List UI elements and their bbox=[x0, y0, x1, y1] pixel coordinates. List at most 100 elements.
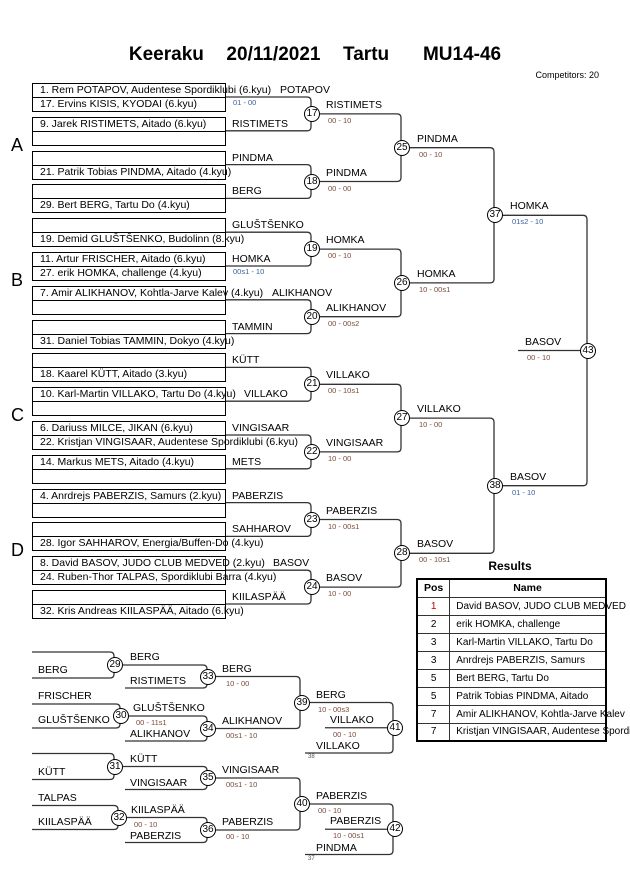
source-match: 37 bbox=[308, 855, 315, 862]
divider bbox=[33, 266, 225, 267]
match-number[interactable]: 42 bbox=[387, 821, 403, 838]
competitor-entry[interactable]: 11. Artur FRISCHER, Aitado (6.kyu) bbox=[40, 253, 206, 265]
match-score: 00s1 - 10 bbox=[226, 730, 258, 740]
competitor-entry[interactable]: 32. Kris Andreas KIILASPÄÄ, Aitado (6.ky… bbox=[40, 605, 244, 617]
competitor-entry[interactable]: 1. Rem POTAPOV, Audentese Spordiklubi (6… bbox=[40, 84, 272, 96]
competitor-entry[interactable]: 19. Demid GLUŠTŠENKO, Budolinn (8.kyu) bbox=[40, 233, 245, 246]
round2-winner: BASOV bbox=[326, 572, 363, 585]
match-number[interactable]: 43 bbox=[580, 342, 596, 359]
match-number[interactable]: 34 bbox=[200, 720, 216, 737]
competitor-entry[interactable]: 14. Markus METS, Aitado (4.kyu) bbox=[40, 455, 195, 468]
competitor-entry[interactable]: 21. Patrik Tobias PINDMA, Aitado (4.kyu) bbox=[40, 165, 232, 178]
match-number[interactable]: 36 bbox=[200, 822, 216, 838]
competitor-entry[interactable]: 7. Amir ALIKHANOV, Kohtla-Jarve Kalev (4… bbox=[40, 286, 264, 299]
match-number[interactable]: 23 bbox=[304, 511, 320, 528]
competitor-entry[interactable]: 10. Karl-Martin VILLAKO, Tartu Do (4.kyu… bbox=[40, 388, 236, 401]
result-pos: 7 bbox=[416, 704, 451, 724]
round2-winner: ALIKHANOV bbox=[326, 301, 387, 314]
entry-box: 18. Kaarel KÜTT, Aitado (3.kyu) bbox=[32, 353, 226, 383]
match-number[interactable]: 19 bbox=[304, 241, 320, 258]
repechage-winner: BERG bbox=[130, 651, 160, 663]
divider bbox=[33, 198, 225, 200]
match-number[interactable]: 26 bbox=[394, 274, 410, 291]
competitor-entry[interactable]: 8. David BASOV, JUDO CLUB MEDVED (2.kyu) bbox=[40, 557, 265, 570]
match-score: 10 - 00s1 bbox=[328, 521, 360, 531]
match-score: 00s1 - 10 bbox=[233, 267, 265, 276]
competitor-entry[interactable]: 4. Anrdrejs PABERZIS, Samurs (2.kyu) bbox=[40, 489, 222, 502]
match-number[interactable]: 22 bbox=[304, 443, 320, 460]
match-score: 00 - 10 bbox=[333, 729, 357, 739]
repechage-winner: ALIKHANOV bbox=[222, 714, 283, 727]
match-number[interactable]: 25 bbox=[394, 139, 410, 156]
entry-box: 1. Rem POTAPOV, Audentese Spordiklubi (6… bbox=[32, 83, 271, 112]
match-number[interactable]: 18 bbox=[304, 173, 320, 190]
result-name: David BASOV, JUDO CLUB MEDVED bbox=[449, 596, 626, 616]
entry-box: 11. Artur FRISCHER, Aitado (6.kyu) 27. er… bbox=[32, 252, 226, 281]
match-number[interactable]: 20 bbox=[304, 308, 320, 325]
pool-label: C bbox=[11, 405, 24, 425]
divider bbox=[33, 164, 225, 166]
repechage-entrant: BERG bbox=[38, 664, 68, 676]
result-pos: 5 bbox=[416, 668, 451, 688]
match-score: 01 - 00 bbox=[233, 98, 257, 107]
match-number[interactable]: 21 bbox=[304, 376, 320, 393]
repechage-opponent: VINGISAAR bbox=[130, 776, 188, 789]
divider bbox=[33, 604, 225, 605]
match-score: 00 - 10 bbox=[328, 251, 352, 261]
competitor-entry[interactable]: 6. Dariuss MILCE, JIKAN (6.kyu) bbox=[40, 422, 193, 434]
match-number[interactable]: 38 bbox=[487, 477, 503, 494]
round4-winner: HOMKA bbox=[510, 200, 549, 213]
match-score: 00 - 10s1 bbox=[328, 386, 360, 396]
divider bbox=[33, 299, 225, 301]
entry-box: 28. Igor SAHHAROV, Energia/Buffen-Do (4.… bbox=[32, 522, 264, 552]
match-number[interactable]: 33 bbox=[200, 668, 216, 685]
col-pos: Pos bbox=[416, 578, 451, 598]
pool-label: B bbox=[11, 270, 24, 290]
pool-label: D bbox=[11, 540, 24, 560]
match-score: 00 - 10 bbox=[134, 819, 158, 829]
competitor-entry[interactable]: 29. Bert BERG, Tartu Do (4.kyu) bbox=[40, 199, 190, 212]
match-number[interactable]: 31 bbox=[107, 758, 123, 775]
competitor-entry[interactable]: 17. Ervins KISIS, KYODAI (6.kyu) bbox=[40, 98, 197, 110]
round1-winner: ALIKHANOV bbox=[272, 286, 333, 299]
match-number[interactable]: 30 bbox=[113, 708, 129, 724]
competitor-entry[interactable]: 24. Ruben-Thor TALPAS, Spordiklubi Barra… bbox=[40, 571, 277, 584]
divider bbox=[33, 401, 225, 403]
match-score: 01s2 - 10 bbox=[512, 217, 544, 227]
divider bbox=[33, 97, 225, 98]
entry-box: 8. David BASOV, JUDO CLUB MEDVED (2.kyu)… bbox=[32, 556, 276, 586]
match-number[interactable]: 41 bbox=[387, 719, 403, 736]
repechage-winner: PABERZIS bbox=[222, 816, 274, 828]
repechage-winner: KIILASPÄÄ bbox=[131, 803, 185, 816]
competitor-entry[interactable]: 9. Jarek RISTIMETS, Aitado (6.kyu) bbox=[40, 117, 207, 130]
match-score: 10 - 00s1 bbox=[419, 284, 451, 294]
repechage-entrant: KIILASPÄÄ bbox=[38, 815, 92, 828]
competitor-entry[interactable]: 18. Kaarel KÜTT, Aitado (3.kyu) bbox=[40, 368, 188, 381]
round1-winner: GLUŠTŠENKO bbox=[232, 219, 304, 232]
result-pos: 1 bbox=[416, 596, 451, 616]
competitor-entry[interactable]: 22. Kristjan VINGISAAR, Audentese Spordi… bbox=[40, 436, 298, 448]
repechage-winner: KÜTT bbox=[130, 752, 158, 765]
match-number[interactable]: 32 bbox=[111, 809, 127, 826]
match-number[interactable]: 35 bbox=[200, 770, 216, 786]
match-number[interactable]: 24 bbox=[304, 579, 320, 596]
round3-winner: HOMKA bbox=[417, 267, 456, 280]
entry-box: 31. Daniel Tobias TAMMIN, Dokyo (4.kyu) bbox=[32, 319, 234, 349]
entry-box: 21. Patrik Tobias PINDMA, Aitado (4.kyu) bbox=[32, 150, 231, 180]
match-number[interactable]: 39 bbox=[294, 694, 310, 711]
result-pos: 7 bbox=[416, 722, 451, 742]
match-number[interactable]: 27 bbox=[394, 410, 410, 427]
competitor-entry[interactable]: 28. Igor SAHHAROV, Energia/Buffen-Do (4.… bbox=[40, 537, 264, 550]
entry-box: 29. Bert BERG, Tartu Do (4.kyu) bbox=[32, 184, 226, 214]
match-number[interactable]: 40 bbox=[294, 796, 310, 812]
result-pos: 2 bbox=[416, 614, 451, 634]
match-number[interactable]: 28 bbox=[394, 545, 410, 562]
match-number[interactable]: 37 bbox=[487, 207, 503, 224]
match-number[interactable]: 29 bbox=[107, 657, 123, 673]
result-name: Kristjan VINGISAAR, Audentese Spordiklub… bbox=[449, 722, 630, 742]
match-number[interactable]: 17 bbox=[304, 105, 320, 122]
competitor-entry[interactable]: 31. Daniel Tobias TAMMIN, Dokyo (4.kyu) bbox=[40, 334, 235, 347]
competitor-entry[interactable]: 27. erik HOMKA, challenge (4.kyu) bbox=[40, 267, 202, 279]
divider bbox=[33, 333, 225, 335]
